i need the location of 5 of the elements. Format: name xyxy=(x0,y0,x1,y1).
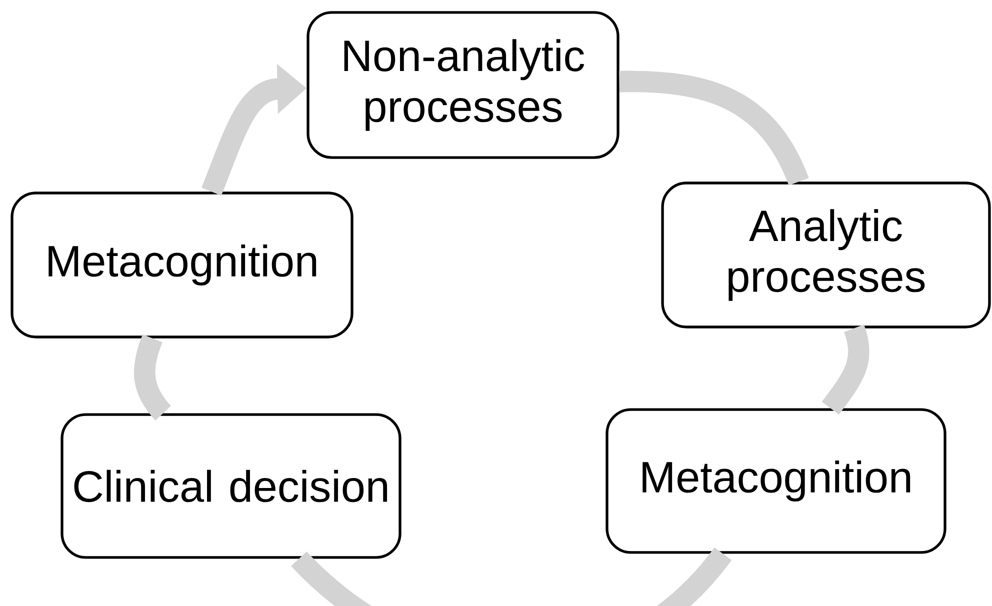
process-box: Non-analytic processes xyxy=(306,11,620,159)
process-box: Analytic processes xyxy=(661,182,991,328)
process-box: Metacognition xyxy=(606,408,946,554)
process-box: Metacognition xyxy=(10,192,354,338)
process-box: Clinical decision xyxy=(60,413,402,559)
